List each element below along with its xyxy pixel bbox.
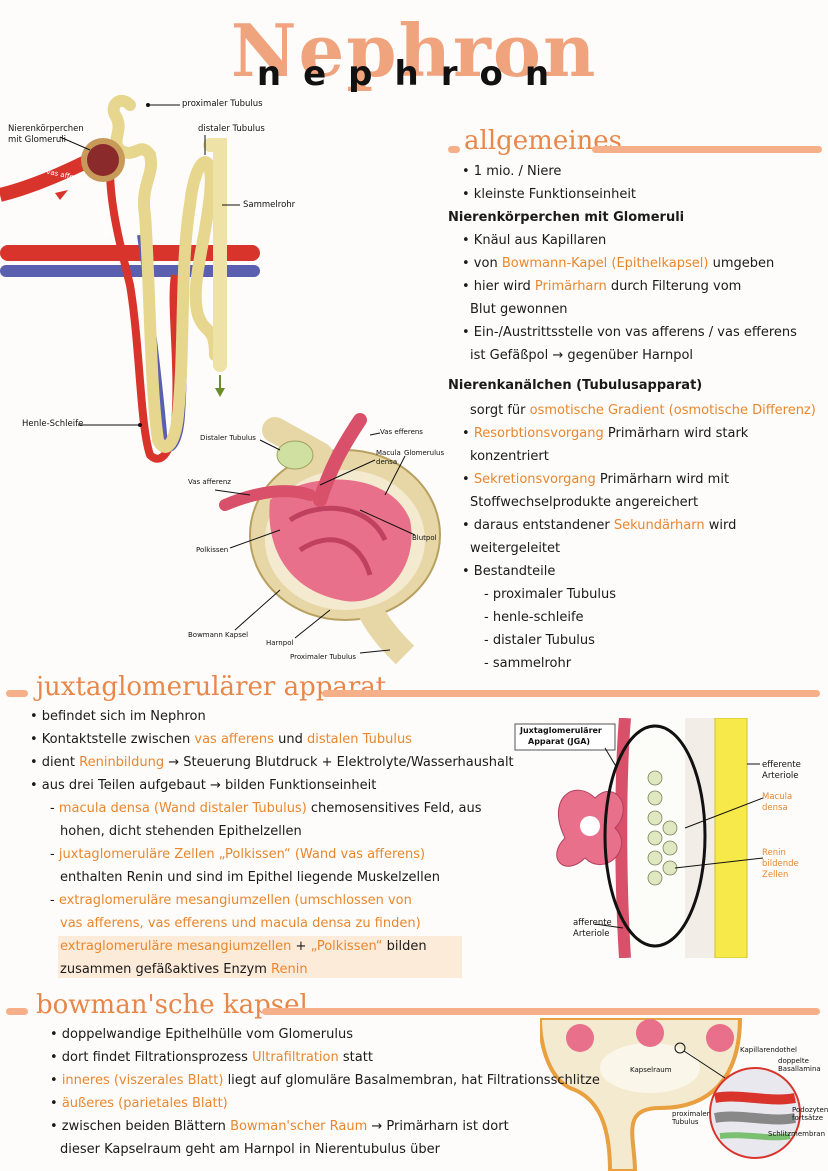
bowman-label-kapillarendothel: Kapillarendothel [740, 1046, 797, 1054]
list-item: - proximaler Tubulus [484, 587, 617, 602]
text-line: - juxtaglomeruläre Zellen „Polkissen“ (W… [50, 847, 426, 862]
label-henle-schleife: Henle-Schleife [22, 419, 84, 429]
divider-jga-right [322, 690, 820, 697]
label-macula-1: Macula [376, 449, 401, 457]
label-harnpol: Harnpol [266, 639, 294, 647]
jga-label-macula-1: Macula [762, 792, 793, 802]
renal-corpuscle-diagram [214, 413, 441, 665]
list-item: - henle-schleife [484, 610, 584, 625]
text-line: extraglomeruläre mesangiumzellen + „Polk… [60, 939, 427, 954]
text-line: • kleinste Funktionseinheit [462, 187, 637, 202]
divider-allgemeines-right [592, 146, 822, 153]
title-main: Nephron [230, 8, 598, 93]
text-line: • Knäul aus Kapillaren [462, 233, 607, 248]
bowman-label-proximal-2: Tubulus [672, 1118, 699, 1126]
list-item: - distaler Tubulus [484, 633, 595, 648]
text-line: • äußeres (parietales Blatt) [50, 1096, 228, 1111]
label-proximaler-tubulus: Proximaler Tubulus [290, 653, 356, 661]
text-line: zusammen gefäßaktives Enzym Renin [60, 962, 308, 977]
label-proximal-tubulus: proximaler Tubulus [182, 99, 263, 109]
text-line: • doppelwandige Epithelhülle vom Glomeru… [50, 1027, 354, 1042]
text-line: • Bestandteile [462, 564, 556, 579]
bowman-label-proximal-1: proximaler [672, 1110, 710, 1118]
bowman-label-podozyten-1: Podozyten- [792, 1106, 828, 1114]
bowman-label-schlitzmembran: Schlitzmembran [768, 1130, 826, 1138]
text-line: • Resorbtionsvorgang Primärharn wird sta… [462, 426, 749, 441]
jga-label-macula-2: densa [762, 803, 788, 813]
text-line: vas afferens, vas efferens und macula de… [60, 916, 421, 931]
divider-allgemeines-left [448, 146, 460, 153]
text-line: - extraglomeruläre mesangiumzellen (umsc… [50, 893, 412, 908]
text-line: konzentriert [470, 449, 549, 464]
subheading-nierenkanaelchen: Nierenkanälchen (Tubulusapparat) [448, 378, 703, 393]
list-item: - sammelrohr [484, 656, 572, 671]
text-line: weitergeleitet [470, 541, 561, 556]
jga-label-afferent-2: Arteriole [573, 929, 610, 939]
text-line: • 1 mio. / Niere [462, 164, 562, 179]
bowman-label-doppelte-2: Basallamina [778, 1065, 821, 1073]
label-distaler-tubulus: Distaler Tubulus [200, 434, 256, 442]
text-line: ist Gefäßpol → gegenüber Harnpol [470, 348, 694, 363]
bowman-label-kapselraum: Kapselraum [630, 1066, 672, 1074]
text-line: enthalten Renin und sind im Epithel lieg… [60, 870, 441, 885]
text-line: • inneres (viszerales Blatt) liegt auf g… [50, 1073, 600, 1088]
jga-label-renin-2: bildende [762, 859, 799, 869]
page-title: Nephron nephron [0, 8, 828, 98]
label-vas-afferenz: Vas afferenz [188, 478, 231, 486]
jga-label-efferent-2: Arteriole [762, 771, 799, 781]
text-line: Stoffwechselprodukte angereichert [470, 495, 699, 510]
label-macula-2: densa [376, 458, 398, 466]
text-line: • von Bowmann-Kapel (Epithelkapsel) umge… [462, 256, 775, 271]
jga-label-afferent-1: afferente [573, 918, 612, 928]
divider-bowman-right [262, 1008, 820, 1015]
subheading-nierenkoerperchen: Nierenkörperchen mit Glomeruli [448, 210, 685, 225]
text-line: hohen, dicht stehenden Epithelzellen [60, 824, 302, 839]
jga-label-efferent-1: efferente [762, 760, 801, 770]
label-vas-efferens-2: Vas efferens [380, 428, 423, 436]
nephron-diagram [0, 94, 260, 463]
label-nierenkoerperchen-1: Nierenkörperchen [8, 124, 84, 134]
heading-jga: juxtaglomerulärer apparat [36, 672, 387, 702]
text-line: • aus drei Teilen aufgebaut → bilden Fun… [30, 778, 377, 793]
bowman-diagram [540, 1018, 801, 1171]
jga-diagram [514, 718, 764, 958]
label-polkissen: Polkissen [196, 546, 229, 554]
bowman-label-podozyten-2: fortsätze [792, 1114, 824, 1122]
text-line: sorgt für osmotische Gradient (osmotisch… [470, 403, 816, 418]
text-line: • daraus entstandener Sekundärharn wird [462, 518, 737, 533]
text-line: • Ein-/Austrittsstelle von vas afferens … [462, 325, 797, 340]
label-bowmann-kapsel: Bowmann Kapsel [188, 631, 249, 639]
jga-label-box-1: Juxtaglomerulärer [520, 726, 602, 735]
text-line: - macula densa (Wand distaler Tubulus) c… [50, 801, 482, 816]
heading-bowman: bowman'sche kapsel [36, 990, 308, 1020]
highlight-box [58, 936, 462, 978]
title-sub: nephron [256, 54, 572, 94]
jga-label-renin-1: Renin [762, 848, 786, 858]
text-line: • Kontaktstelle zwischen vas afferens un… [30, 732, 412, 747]
bowman-label-doppelte-1: doppelte [778, 1057, 809, 1065]
jga-label-renin-3: Zellen [762, 870, 789, 880]
divider-jga-left [6, 690, 28, 697]
text-line: Blut gewonnen [470, 302, 568, 317]
text-line: • dort findet Filtrationsprozess Ultrafi… [50, 1050, 373, 1065]
text-line: dieser Kapselraum geht am Harnpol in Nie… [60, 1142, 440, 1157]
label-nierenkoerperchen-2: mit Glomeruli [8, 135, 66, 145]
divider-bowman-left [6, 1008, 28, 1015]
label-sammelrohr: Sammelrohr [243, 200, 296, 210]
text-line: • Sekretionsvorgang Primärharn wird mit [462, 472, 730, 487]
jga-label-box-2: Apparat (JGA) [528, 737, 591, 746]
text-line: • zwischen beiden Blättern Bowman'scher … [50, 1119, 509, 1134]
label-glomerulus: Glomerulus [404, 449, 445, 457]
label-distal-tubulus: distaler Tubulus [198, 124, 265, 134]
text-line: • dient Reninbildung → Steuerung Blutdru… [30, 755, 514, 770]
text-line: • befindet sich im Nephron [30, 709, 206, 724]
text-line: • hier wird Primärharn durch Filterung v… [462, 279, 742, 294]
label-blutpol: Blutpol [412, 534, 437, 542]
